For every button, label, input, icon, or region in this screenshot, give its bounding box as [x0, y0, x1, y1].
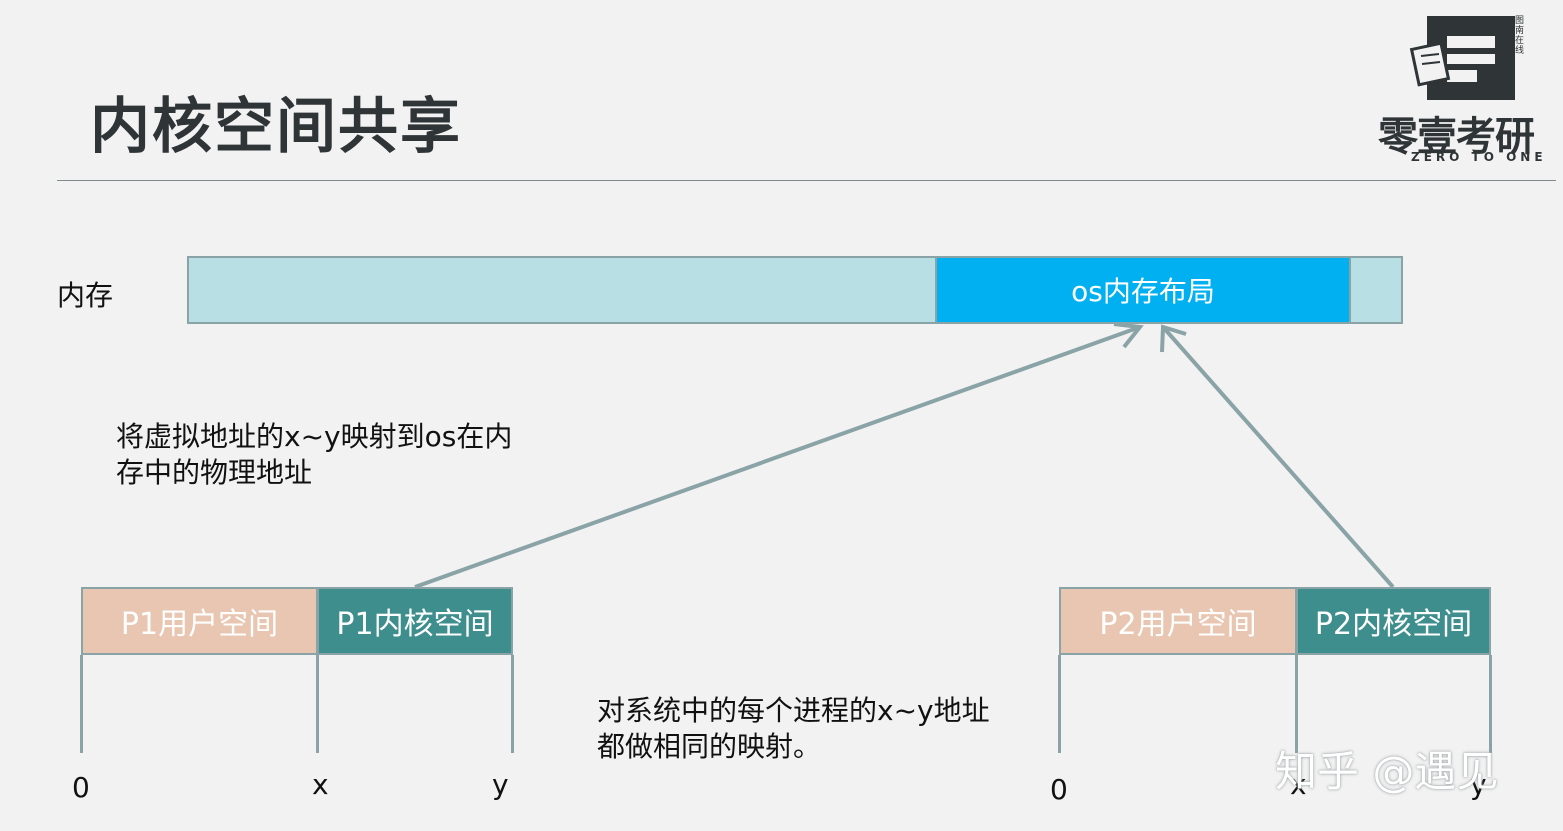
p2-mapping-arrow	[1161, 325, 1395, 589]
p1-kernel-space: P1内核空间	[317, 587, 513, 655]
p2-user-space: P2用户空间	[1059, 587, 1297, 655]
mapping-note-line: 存中的物理地址	[116, 456, 313, 489]
logo-subtitle: ZERO TO ONE	[1411, 150, 1547, 164]
shared-note-line: 都做相同的映射。	[597, 730, 822, 763]
p1-arrowhead-icon	[1113, 322, 1144, 349]
watermark: 知乎 @遇见	[1275, 747, 1499, 796]
p1-tick-line	[316, 655, 319, 753]
shared-mapping-note: 对系统中的每个进程的x~y地址 都做相同的映射。	[597, 693, 990, 765]
p2-tick-label: 0	[1050, 773, 1068, 806]
memory-label: 内存	[57, 279, 114, 312]
title-divider	[57, 180, 1556, 181]
p1-user-space: P1用户空间	[81, 587, 318, 655]
page-title: 内核空间共享	[90, 92, 462, 162]
p1-tick-label: 0	[72, 771, 90, 804]
p2-tick-label: x	[1290, 768, 1307, 801]
logo-icon	[1409, 16, 1515, 100]
logo-name: 零壹考研	[1378, 114, 1535, 160]
shared-note-line: 对系统中的每个进程的x~y地址	[597, 694, 990, 727]
p1-mapping-arrow	[414, 325, 1141, 589]
p2-tick-line	[1295, 655, 1298, 753]
mapping-note-line: 将虚拟地址的x~y映射到os在内	[116, 420, 513, 453]
p1-tick-label: x	[312, 768, 329, 801]
p1-tick-label: y	[492, 768, 509, 801]
p2-tick-label: y	[1470, 768, 1487, 801]
p2-kernel-space: P2内核空间	[1296, 587, 1491, 655]
p2-tick-line	[1058, 655, 1061, 753]
p1-tick-line	[80, 655, 83, 753]
mapping-note: 将虚拟地址的x~y映射到os在内 存中的物理地址	[116, 419, 512, 491]
p2-arrowhead-icon	[1160, 324, 1187, 353]
os-memory-block: os内存布局	[935, 256, 1351, 324]
p2-tick-line	[1489, 655, 1492, 753]
p1-tick-line	[511, 655, 514, 753]
logo-side-text: 图南在线	[1515, 16, 1525, 56]
